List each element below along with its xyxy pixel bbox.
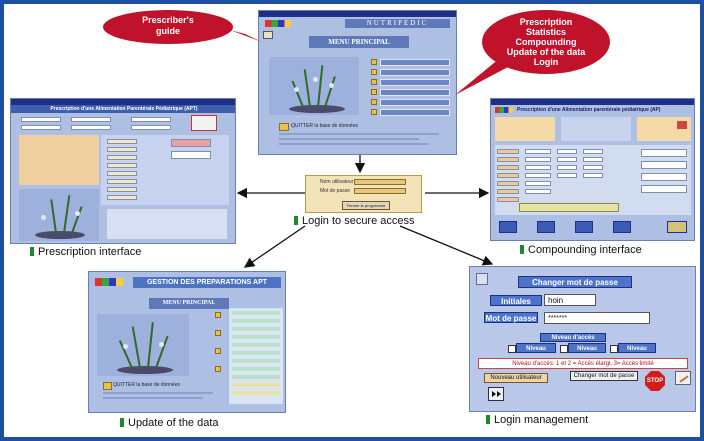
login-management-screenshot: Changer mot de passe Initiales hoin Mot … bbox=[469, 266, 696, 412]
update-title: GESTION DES PREPARATIONS APT bbox=[133, 277, 281, 288]
compounding-title: Prescription d'une Alimentation parentér… bbox=[517, 107, 661, 113]
prescription-title: Prescription d'une Alimentation Parentér… bbox=[11, 105, 235, 113]
app-logo bbox=[495, 107, 513, 113]
nav-next-button[interactable] bbox=[575, 221, 593, 233]
level-1-button[interactable]: Niveau bbox=[516, 343, 556, 353]
menu-button-login[interactable] bbox=[371, 99, 377, 105]
window-titlebar bbox=[491, 99, 694, 105]
caption-marker-icon bbox=[294, 216, 298, 225]
callout-item-statistics: Statistics bbox=[525, 27, 567, 37]
nav-first-button[interactable] bbox=[499, 221, 517, 233]
syringe-icon bbox=[677, 121, 687, 129]
level-2-checkbox[interactable] bbox=[560, 345, 568, 353]
update-menu-list bbox=[229, 308, 283, 404]
stop-icon[interactable]: STOP bbox=[645, 371, 665, 391]
compounding-screenshot: Prescription d'une Alimentation parentér… bbox=[490, 98, 695, 241]
password-input[interactable] bbox=[354, 188, 406, 194]
nav-prev-button[interactable] bbox=[537, 221, 555, 233]
access-level-label: Niveau d'accès bbox=[540, 333, 606, 342]
app-name: NUTRIPEDIC bbox=[345, 19, 450, 28]
login-dialog: Nom utilisateur Mot de passe Fermer le p… bbox=[305, 175, 422, 213]
quit-button[interactable] bbox=[103, 382, 112, 390]
update-caption: Update of the data bbox=[120, 417, 219, 429]
guide-book-icon[interactable] bbox=[263, 31, 273, 39]
password-label: Mot de passe bbox=[320, 188, 351, 194]
initials-input[interactable]: hoin bbox=[544, 294, 596, 306]
guide-callout-pointer bbox=[230, 30, 262, 42]
app-logo bbox=[265, 20, 291, 27]
level-2-button[interactable]: Niveau bbox=[568, 343, 606, 353]
prescribers-guide-callout: Prescriber's guide bbox=[103, 10, 233, 44]
arrow-login-to-loginmgmt bbox=[399, 225, 494, 266]
quit-label: QUITTER la base de données bbox=[291, 123, 358, 129]
patient-panel bbox=[19, 135, 99, 185]
new-user-button[interactable]: Nouveau utilisateur bbox=[484, 373, 548, 383]
prescription-caption: Prescription interface bbox=[30, 246, 141, 258]
change-password-button[interactable]: Changer mot de passe bbox=[570, 371, 638, 381]
stop-label: STOP bbox=[646, 378, 664, 384]
menu-title: MENU PRINCIPAL bbox=[309, 36, 409, 48]
stop-icon[interactable] bbox=[191, 115, 217, 131]
app-logo bbox=[95, 278, 123, 286]
caption-marker-icon bbox=[486, 415, 490, 424]
compounding-caption: Compounding interface bbox=[520, 244, 642, 256]
callout-item-login: Login bbox=[533, 57, 559, 67]
caption-marker-icon bbox=[520, 245, 524, 254]
menu-button-statistics[interactable] bbox=[371, 69, 377, 75]
callout-item-compounding: Compounding bbox=[515, 37, 577, 47]
quit-button[interactable] bbox=[279, 123, 289, 131]
menu-button-extra[interactable] bbox=[371, 109, 377, 115]
doc-icon[interactable] bbox=[476, 273, 488, 285]
prescription-screenshot: Prescription d'une Alimentation Parentér… bbox=[10, 98, 236, 244]
menu-button-compounding[interactable] bbox=[371, 79, 377, 85]
vase-base bbox=[289, 105, 345, 113]
menu-callout-pointer bbox=[455, 58, 510, 95]
results-panel bbox=[107, 209, 227, 239]
arrow-login-to-update bbox=[243, 225, 306, 268]
initials-label: Initiales bbox=[490, 295, 542, 306]
user-label: Nom utilisateur bbox=[320, 179, 354, 185]
menu-item-statistics[interactable] bbox=[380, 69, 450, 76]
ikebana-image bbox=[97, 314, 189, 376]
main-menu-screenshot: NUTRIPEDIC MENU PRINCIPAL QUITTER la bas… bbox=[258, 10, 457, 155]
password-input[interactable]: ******* bbox=[544, 312, 650, 324]
print-button[interactable] bbox=[613, 221, 631, 233]
window-titlebar bbox=[11, 99, 235, 105]
ikebana-image bbox=[19, 189, 99, 241]
menu-functions-list: Prescription Statistics Compounding Upda… bbox=[482, 10, 610, 67]
menu-button-prescription[interactable] bbox=[371, 59, 377, 65]
change-password-title: Changer mot de passe bbox=[518, 276, 632, 288]
update-screenshot: GESTION DES PREPARATIONS APT MENU PRINCI… bbox=[88, 271, 286, 413]
menu-item-login[interactable] bbox=[380, 99, 450, 106]
window-titlebar bbox=[259, 11, 456, 17]
caption-marker-icon bbox=[30, 247, 34, 256]
login-caption: Login to secure access bbox=[294, 215, 415, 227]
menu-functions-callout: Prescription Statistics Compounding Upda… bbox=[482, 10, 610, 74]
password-label: Mot de passe bbox=[484, 312, 538, 323]
next-record-button[interactable] bbox=[488, 387, 504, 401]
close-button[interactable] bbox=[667, 221, 687, 233]
prescribers-guide-text: Prescriber's guide bbox=[142, 15, 194, 36]
menu-item-update[interactable] bbox=[380, 89, 450, 96]
close-program-button[interactable]: Fermer le programme bbox=[342, 201, 390, 210]
user-input[interactable] bbox=[354, 179, 406, 185]
menu-item-extra[interactable] bbox=[380, 109, 450, 116]
callout-item-update: Update of the data bbox=[506, 47, 586, 57]
callout-item-prescription: Prescription bbox=[519, 17, 573, 27]
access-level-note: Niveau d'accès: 1 et 2 = Accès élargi, 3… bbox=[478, 358, 688, 369]
menu-button-update[interactable] bbox=[371, 89, 377, 95]
update-menu-title: MENU PRINCIPAL bbox=[149, 298, 229, 309]
quit-label: QUITTER la base de données bbox=[113, 382, 180, 388]
caption-marker-icon bbox=[120, 418, 124, 427]
edit-pencil-icon[interactable] bbox=[675, 371, 691, 385]
level-1-checkbox[interactable] bbox=[508, 345, 516, 353]
level-3-checkbox[interactable] bbox=[610, 345, 618, 353]
menu-item-compounding[interactable] bbox=[380, 79, 450, 86]
login-management-caption: Login management bbox=[486, 414, 588, 426]
ikebana-image bbox=[269, 57, 359, 115]
level-3-button[interactable]: Niveau bbox=[618, 343, 656, 353]
menu-item-prescription[interactable] bbox=[380, 59, 450, 66]
